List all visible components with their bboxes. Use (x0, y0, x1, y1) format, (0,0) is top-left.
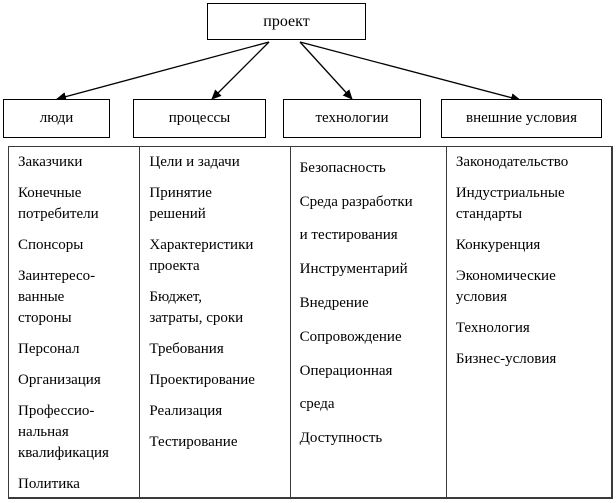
list-item: Конечные потребители (18, 185, 99, 222)
category-label-external-conditions: внешние условия (466, 110, 577, 126)
list-item: Сопровождение (299, 329, 402, 345)
list-item: Принятие решений (149, 185, 212, 222)
list-item: Экономические условия (455, 268, 556, 305)
category-label-people: люди (39, 110, 74, 126)
list-item: Реализация (149, 403, 223, 419)
category-label-processes: процессы (168, 110, 231, 126)
column-technologies: Безопасность Среда разработки и тестиров… (289, 147, 446, 497)
list-item: Спонсоры (18, 237, 84, 253)
list-item: Характеристики проекта (149, 237, 254, 274)
list-item: Операционная среда (299, 363, 393, 412)
list-item: Заинтересо- ванные стороны (18, 268, 96, 326)
category-label-technologies: технологии (315, 110, 389, 126)
column-external-conditions: Законодательство Индустриальные стандарт… (445, 147, 611, 497)
connector-arrows (56, 41, 521, 103)
list-item: Законодательство (455, 154, 569, 170)
arrow-to-processes (211, 41, 270, 100)
list-item: Бюджет, затраты, сроки (149, 289, 244, 326)
arrow-to-external-conditions (299, 41, 521, 103)
list-item: Конкуренция (455, 237, 541, 253)
category-box-people: люди (3, 99, 110, 138)
list-item: Внедрение (299, 295, 369, 311)
arrow-to-technologies (299, 41, 353, 100)
column-people: Заказчики Конечные потребители Спонсоры … (9, 147, 139, 497)
root-node-label: проект (263, 12, 310, 30)
list-item: Персонал (18, 341, 80, 357)
category-box-processes: процессы (133, 99, 266, 138)
list-item: Технология (455, 320, 530, 336)
list-item: Заказчики (18, 154, 83, 170)
list-item: Цели и задачи (149, 154, 240, 170)
arrow-to-people (56, 41, 270, 102)
root-node-project: проект (207, 3, 366, 40)
list-item: Организация (18, 372, 101, 388)
list-item: Бизнес-условия (455, 351, 557, 367)
column-processes: Цели и задачи Принятие решений Характери… (139, 147, 289, 497)
list-item: Индустриальные стандарты (455, 185, 565, 222)
list-item: Безопасность (299, 160, 386, 176)
list-item: Проектирование (149, 372, 255, 388)
list-item: Инструментарий (299, 261, 408, 277)
list-item: Требования (149, 341, 224, 357)
list-item: Тестирование (149, 434, 238, 450)
list-item: Среда разработки и тестирования (299, 194, 413, 243)
items-table: Заказчики Конечные потребители Спонсоры … (8, 146, 613, 499)
category-box-technologies: технологии (283, 99, 421, 138)
category-box-external-conditions: внешние условия (441, 99, 602, 138)
list-item: Политика (18, 476, 80, 492)
list-item: Профессио- нальная квалификация (18, 403, 109, 461)
list-item: Доступность (299, 430, 383, 446)
